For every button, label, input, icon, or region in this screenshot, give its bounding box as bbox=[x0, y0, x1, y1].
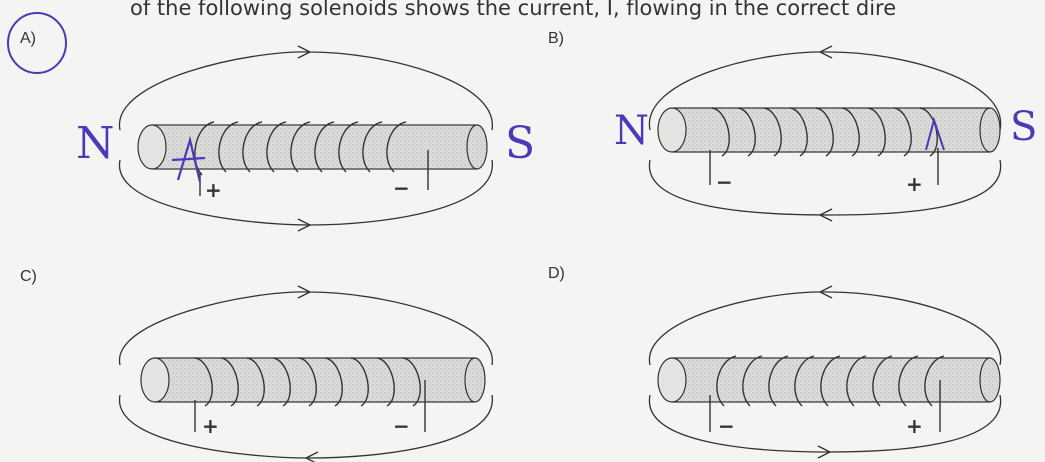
terminal-sign-d-left: − bbox=[718, 414, 735, 438]
arrow-right-icon bbox=[297, 45, 312, 59]
circled-choice-mark bbox=[7, 12, 67, 74]
handwritten-pole-b-right: S bbox=[1010, 104, 1038, 150]
arrow-right-icon bbox=[297, 285, 312, 299]
arrow-right-icon bbox=[297, 218, 312, 232]
handwritten-pole-a-left: N bbox=[76, 118, 115, 169]
coil-windings bbox=[194, 121, 407, 176]
coil-windings bbox=[711, 107, 938, 157]
option-d-label: D) bbox=[548, 265, 565, 282]
terminal-sign-c-right: − bbox=[393, 414, 410, 438]
terminal-sign-a-right: − bbox=[393, 176, 410, 200]
arrow-left-icon bbox=[818, 285, 833, 299]
question-stem: of the following solenoids shows the cur… bbox=[130, 0, 897, 20]
arrow-left-icon bbox=[818, 45, 833, 59]
solenoid-d bbox=[648, 285, 1002, 459]
terminal-sign-c-left: + bbox=[202, 414, 219, 438]
handwritten-arrow-mark bbox=[171, 135, 206, 183]
option-a-label: A) bbox=[20, 30, 36, 47]
handwritten-pole-a-right: S bbox=[505, 118, 536, 169]
option-b-label: B) bbox=[548, 30, 564, 47]
arrow-left-icon bbox=[818, 208, 833, 222]
solenoid-b bbox=[648, 45, 1002, 222]
option-c-label: C) bbox=[20, 268, 37, 285]
solenoid-c bbox=[119, 285, 493, 462]
handwritten-pole-b-left: N bbox=[614, 108, 649, 154]
field-line-bottom bbox=[119, 159, 493, 226]
field-line-top bbox=[119, 51, 493, 131]
terminal-sign-a-left: + bbox=[205, 178, 222, 202]
handwritten-arrow-mark bbox=[925, 116, 945, 151]
terminal-sign-b-right: + bbox=[906, 172, 923, 196]
terminal-sign-d-right: + bbox=[906, 414, 923, 438]
terminal-sign-b-left: − bbox=[716, 170, 733, 194]
arrow-right-icon bbox=[817, 445, 832, 459]
coil-windings bbox=[716, 355, 945, 407]
arrow-left-icon bbox=[304, 451, 319, 462]
solenoid-a bbox=[119, 45, 493, 232]
coil-windings bbox=[194, 357, 421, 407]
iron-core bbox=[671, 357, 991, 403]
